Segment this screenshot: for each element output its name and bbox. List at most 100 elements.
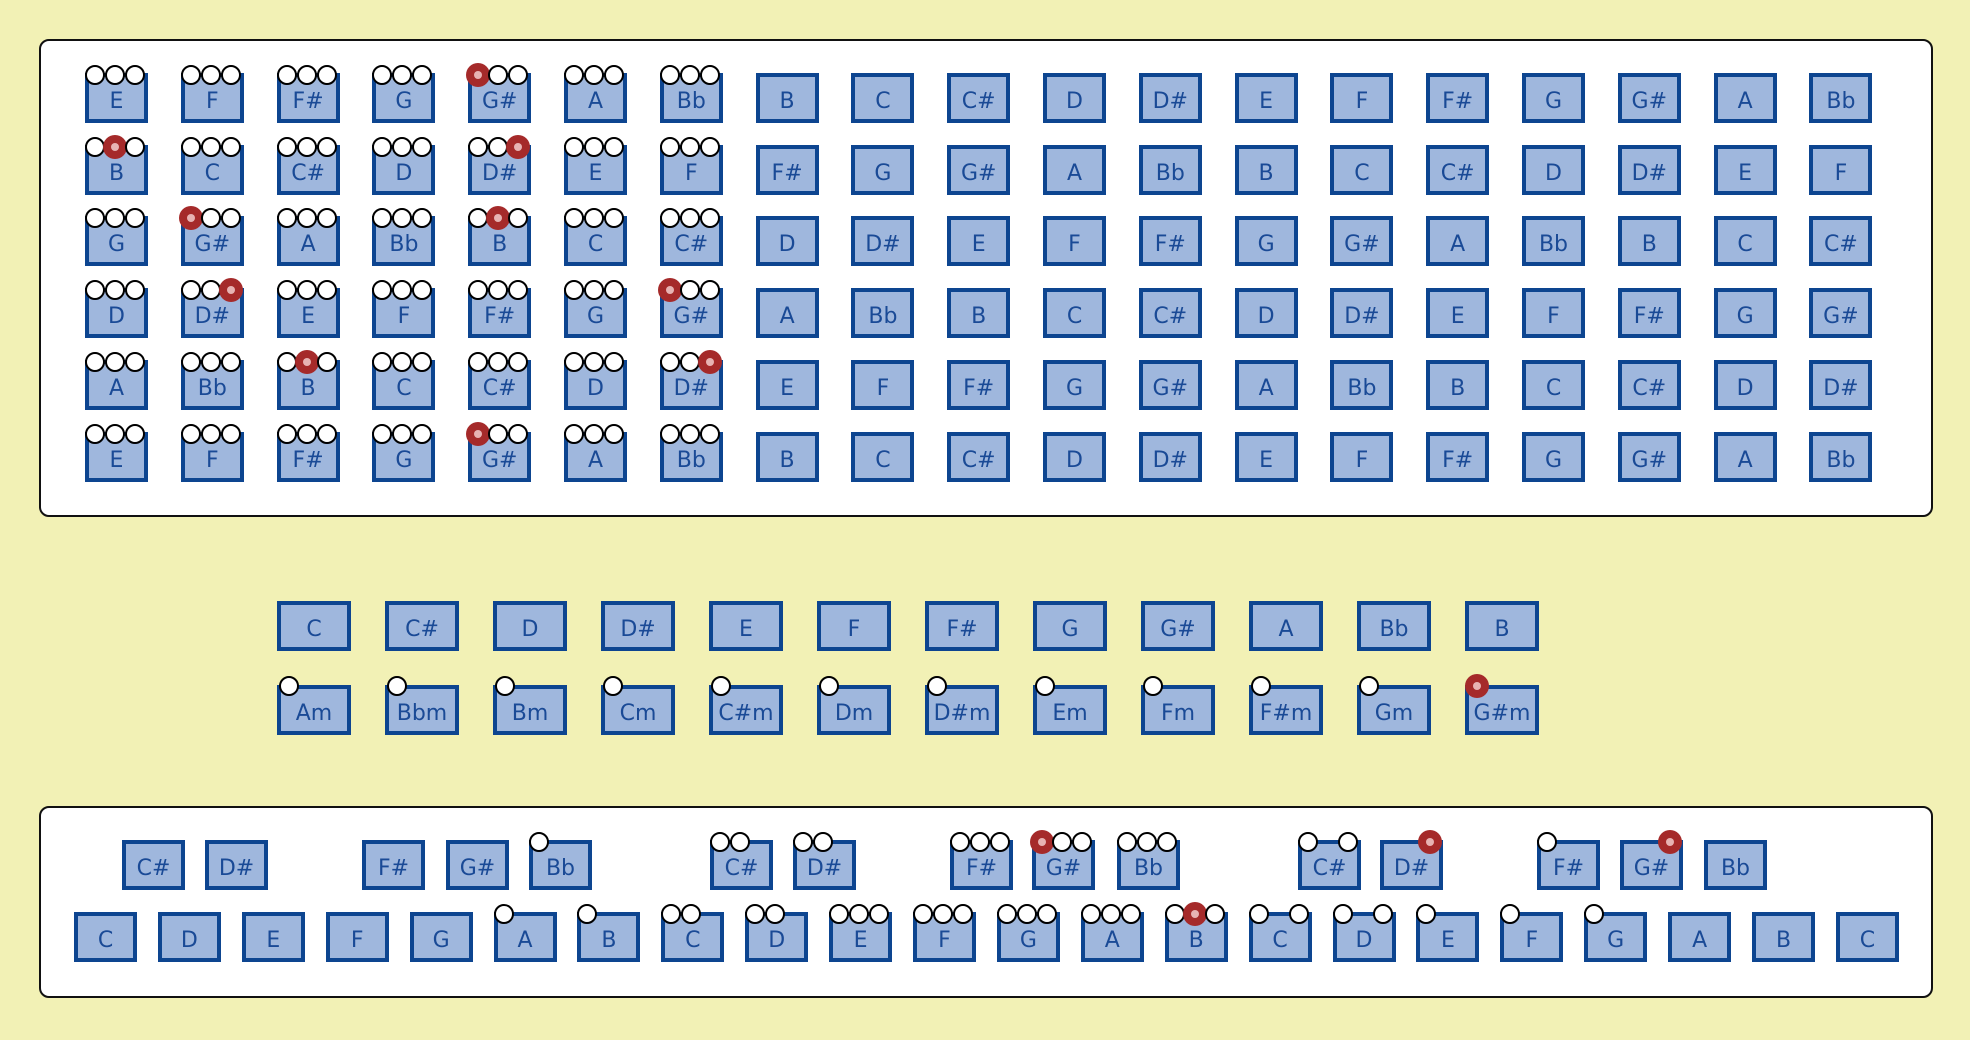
fret-key[interactable]: G xyxy=(1234,216,1298,267)
finger-marker[interactable] xyxy=(220,351,241,372)
fret-key[interactable]: C# xyxy=(1809,216,1873,267)
piano-marker[interactable] xyxy=(1298,832,1318,852)
finger-marker[interactable] xyxy=(508,423,529,444)
white-piano-key[interactable]: F xyxy=(325,912,389,962)
fret-key[interactable]: F xyxy=(1330,431,1394,482)
fret-key[interactable]: G# xyxy=(1617,73,1681,123)
fret-key[interactable]: C# xyxy=(947,431,1011,482)
chord-marker[interactable] xyxy=(279,676,299,696)
finger-marker[interactable] xyxy=(392,208,413,229)
major-chord-key[interactable]: G# xyxy=(1141,601,1215,651)
major-chord-key[interactable]: F# xyxy=(925,601,999,651)
chord-marker[interactable] xyxy=(711,676,731,696)
piano-marker[interactable] xyxy=(1584,904,1605,924)
chord-marker[interactable] xyxy=(1251,676,1271,696)
black-piano-key[interactable]: D# xyxy=(1380,840,1443,890)
finger-marker[interactable] xyxy=(412,65,433,85)
finger-marker[interactable] xyxy=(85,351,105,372)
fret-key[interactable]: D# xyxy=(1617,144,1681,195)
finger-marker[interactable] xyxy=(659,136,680,157)
finger-marker[interactable] xyxy=(604,351,624,372)
piano-marker[interactable] xyxy=(950,832,970,852)
piano-marker[interactable] xyxy=(1100,904,1121,924)
finger-marker[interactable] xyxy=(659,65,680,85)
finger-marker[interactable] xyxy=(508,351,529,372)
piano-marker-active[interactable] xyxy=(1418,830,1442,854)
chord-marker[interactable] xyxy=(495,676,515,696)
piano-marker[interactable] xyxy=(1016,904,1037,924)
major-chord-key[interactable]: D xyxy=(493,601,567,651)
piano-marker[interactable] xyxy=(1137,832,1157,852)
fret-key[interactable]: D# xyxy=(851,216,915,267)
piano-marker[interactable] xyxy=(793,832,813,852)
piano-marker-active[interactable] xyxy=(1182,902,1207,926)
finger-marker[interactable] xyxy=(372,423,393,444)
finger-marker[interactable] xyxy=(105,65,125,85)
fret-key[interactable]: D xyxy=(755,216,819,267)
fret-key[interactable]: D# xyxy=(1138,73,1202,123)
piano-marker[interactable] xyxy=(745,904,766,924)
piano-marker[interactable] xyxy=(681,904,702,924)
fret-key[interactable]: B xyxy=(1617,216,1681,267)
fret-key[interactable]: A xyxy=(1713,431,1777,482)
chord-marker-active[interactable] xyxy=(1465,674,1489,698)
fret-key[interactable]: C xyxy=(1043,288,1106,339)
finger-marker[interactable] xyxy=(220,208,241,229)
white-piano-key[interactable]: A xyxy=(1668,912,1732,962)
finger-marker[interactable] xyxy=(125,208,145,229)
finger-marker[interactable] xyxy=(584,136,604,157)
finger-marker[interactable] xyxy=(296,423,317,444)
major-chord-key[interactable]: C# xyxy=(385,601,459,651)
piano-marker[interactable] xyxy=(1164,904,1185,924)
fret-key[interactable]: B xyxy=(1234,144,1298,195)
piano-marker[interactable] xyxy=(970,832,990,852)
finger-marker[interactable] xyxy=(180,65,201,85)
chord-marker[interactable] xyxy=(1143,676,1163,696)
finger-marker-active[interactable] xyxy=(218,278,243,303)
finger-marker[interactable] xyxy=(699,65,720,85)
finger-marker[interactable] xyxy=(372,208,393,229)
chord-marker[interactable] xyxy=(603,676,623,696)
chord-marker[interactable] xyxy=(1359,676,1379,696)
fret-key[interactable]: F xyxy=(851,359,915,410)
major-chord-key[interactable]: Bb xyxy=(1357,601,1431,651)
piano-marker[interactable] xyxy=(710,832,730,852)
fret-key[interactable]: Bb xyxy=(1138,144,1202,195)
fret-key[interactable]: C# xyxy=(947,73,1011,123)
black-piano-key[interactable]: G# xyxy=(1620,840,1683,890)
finger-marker[interactable] xyxy=(200,208,221,229)
finger-marker[interactable] xyxy=(564,208,584,229)
fret-key[interactable]: A xyxy=(755,288,819,339)
finger-marker[interactable] xyxy=(125,280,145,301)
finger-marker[interactable] xyxy=(412,280,433,301)
finger-marker[interactable] xyxy=(584,351,604,372)
minor-chord-key[interactable]: G#m xyxy=(1465,685,1539,735)
piano-marker[interactable] xyxy=(1036,904,1057,924)
finger-marker[interactable] xyxy=(488,65,509,85)
finger-marker[interactable] xyxy=(200,423,221,444)
piano-marker[interactable] xyxy=(1332,904,1353,924)
fret-key[interactable]: A xyxy=(1234,359,1298,410)
fret-key[interactable]: G# xyxy=(1809,288,1873,339)
finger-marker[interactable] xyxy=(200,351,221,372)
piano-marker[interactable] xyxy=(953,904,973,924)
fret-key[interactable]: A xyxy=(1426,216,1490,267)
finger-marker[interactable] xyxy=(584,280,604,301)
finger-marker[interactable] xyxy=(105,423,125,444)
piano-marker[interactable] xyxy=(661,904,682,924)
finger-marker[interactable] xyxy=(296,280,317,301)
chord-marker[interactable] xyxy=(819,676,839,696)
finger-marker[interactable] xyxy=(220,423,241,444)
fret-key[interactable]: B xyxy=(947,288,1011,339)
fret-key[interactable]: Bb xyxy=(1809,73,1873,123)
fret-key[interactable]: C xyxy=(851,431,915,482)
finger-marker[interactable] xyxy=(584,208,604,229)
finger-marker[interactable] xyxy=(316,351,337,372)
fret-key[interactable]: F xyxy=(1330,73,1394,123)
fret-key[interactable]: F# xyxy=(1426,431,1490,482)
fret-key[interactable]: G xyxy=(1713,288,1777,339)
piano-marker[interactable] xyxy=(1052,832,1072,852)
fret-key[interactable]: D# xyxy=(1330,288,1394,339)
finger-marker[interactable] xyxy=(679,65,700,85)
finger-marker[interactable] xyxy=(316,136,337,157)
